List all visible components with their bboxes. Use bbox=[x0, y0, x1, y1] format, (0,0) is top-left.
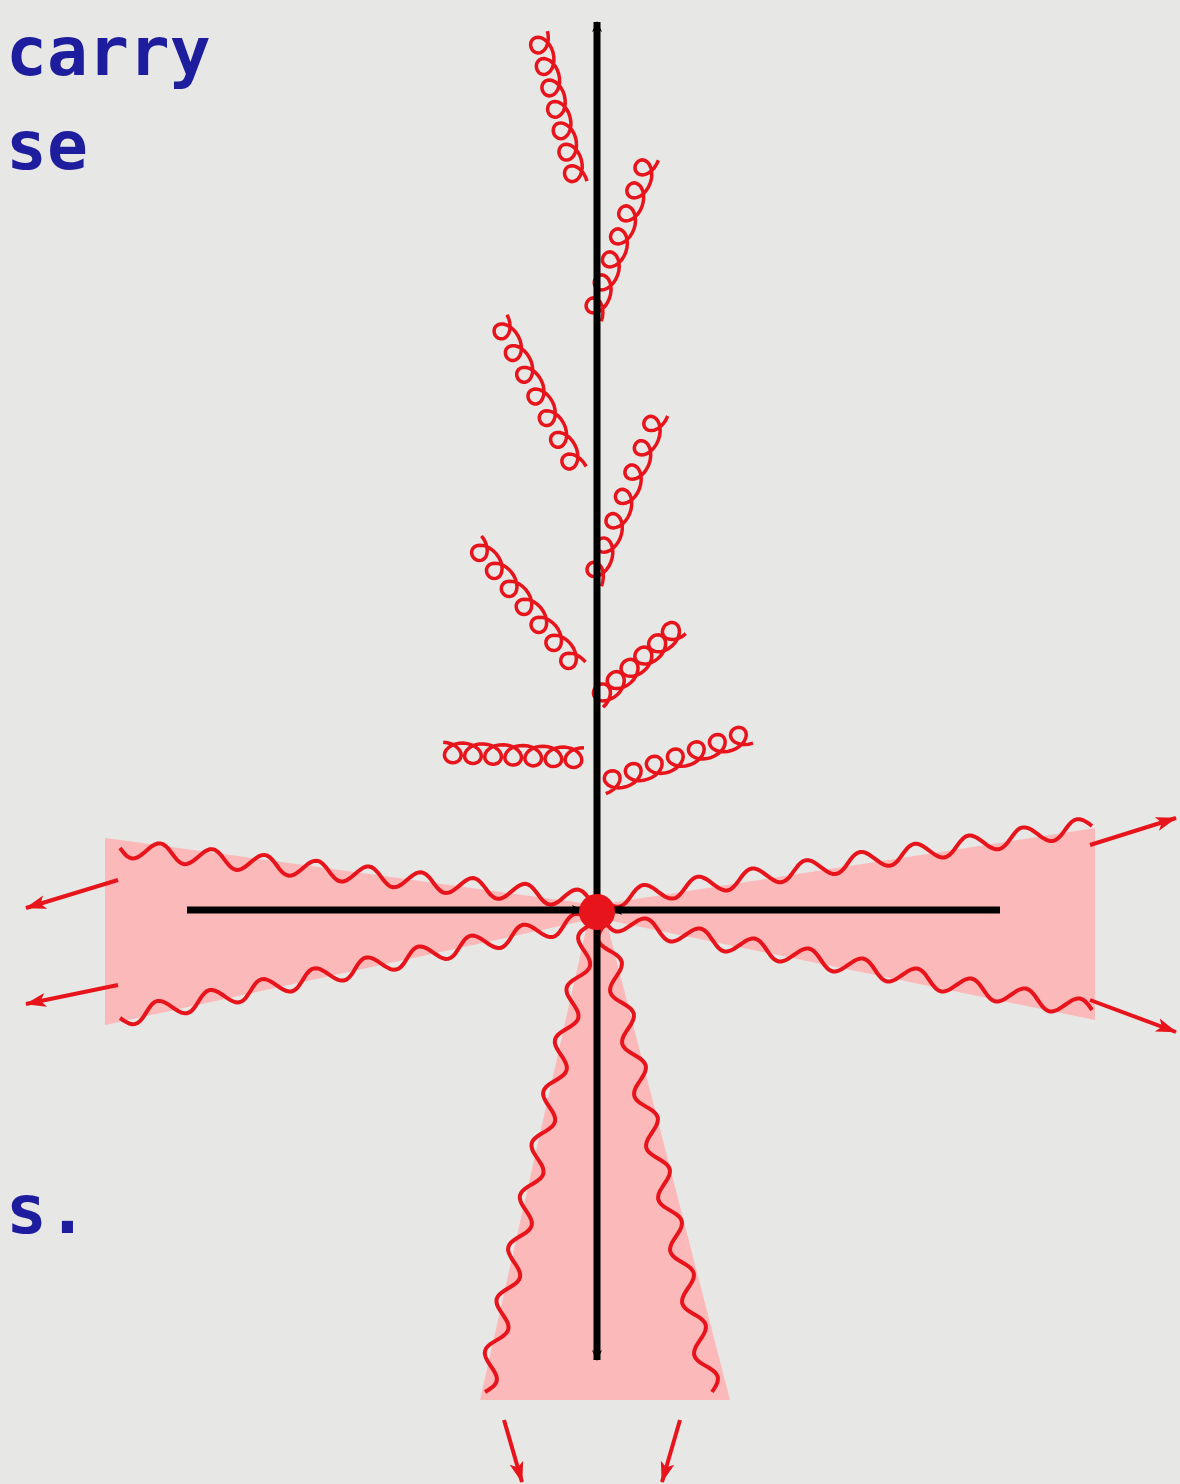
outgoing-arrows bbox=[26, 818, 1176, 1482]
illustration-line bbox=[598, 925, 718, 1392]
photon-lines bbox=[120, 819, 1092, 1392]
illustration-line bbox=[472, 536, 586, 669]
illustration-line bbox=[443, 742, 584, 767]
beam-lines bbox=[187, 22, 1000, 1360]
illustration-line bbox=[494, 315, 586, 469]
illustration-line bbox=[531, 31, 587, 181]
illustration-line bbox=[593, 623, 685, 708]
illustration-line bbox=[485, 925, 590, 1392]
illustration-line bbox=[120, 914, 590, 1024]
pink-band bbox=[105, 828, 1095, 1400]
illustration-line bbox=[1090, 818, 1176, 845]
illustration-line bbox=[604, 819, 1092, 907]
illustration-line bbox=[120, 843, 590, 904]
vertex-dot bbox=[579, 894, 615, 930]
illustration-line bbox=[504, 1420, 522, 1482]
slide-text: se bbox=[6, 112, 88, 180]
illustration-line bbox=[26, 985, 118, 1004]
illustration-line bbox=[604, 919, 1092, 1012]
illustration-line bbox=[26, 880, 118, 908]
slide-text: carry bbox=[6, 18, 211, 86]
illustration-line bbox=[662, 1420, 680, 1482]
illustration-line bbox=[604, 727, 753, 793]
slide-text: s. bbox=[6, 1176, 88, 1244]
illustration-line bbox=[1090, 1000, 1176, 1032]
